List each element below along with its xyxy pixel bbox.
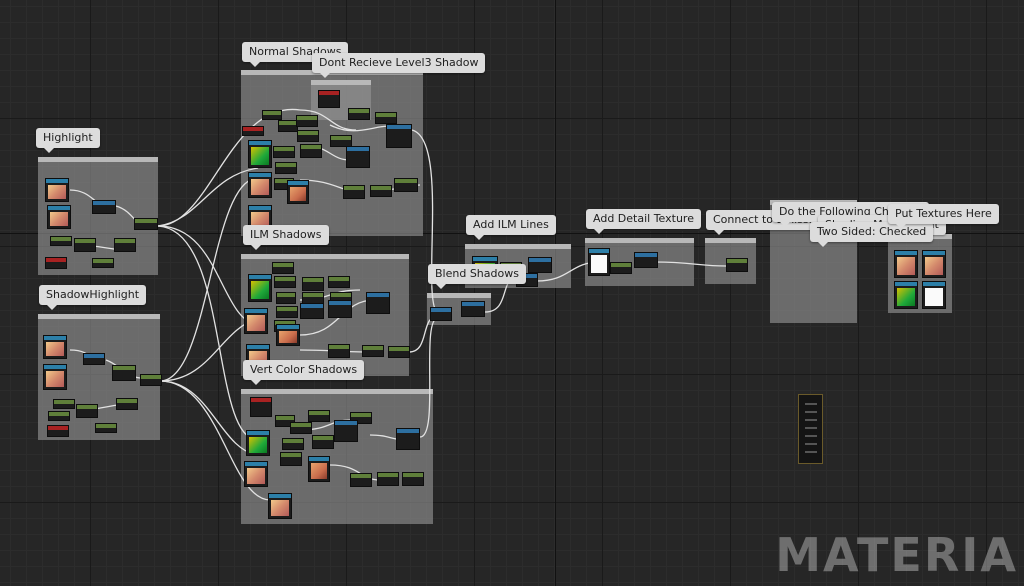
highlight-scalar-node-1[interactable]: [134, 218, 158, 230]
normal-shadows-scalar-node-1[interactable]: [262, 110, 282, 120]
put-textures-texture-node-3[interactable]: [894, 281, 918, 309]
connect-emissive-node[interactable]: [726, 258, 748, 272]
ilm-shadows-math-node-3[interactable]: [328, 300, 352, 318]
vert-color-scalar-node-4[interactable]: [290, 422, 312, 434]
comment-bubble-add-ilm-lines[interactable]: Add ILM Lines: [466, 215, 556, 240]
vert-color-scalar-node-5[interactable]: [282, 438, 304, 450]
watermark-text: MATERIA: [775, 528, 1018, 582]
normal-shadows-scalar-node-12[interactable]: [343, 185, 365, 199]
vert-color-scalar-node-9[interactable]: [377, 472, 399, 486]
normal-shadows-scalar-node-7[interactable]: [330, 135, 352, 147]
shadowhighlight-vector-node[interactable]: [47, 425, 69, 437]
vert-color-scalar-node-6[interactable]: [312, 435, 334, 449]
comment-bubble-blend-shadows[interactable]: Blend Shadows: [428, 264, 526, 289]
dont-recieve-vector-node[interactable]: [318, 90, 340, 108]
normal-shadows-texture-node-green[interactable]: [248, 140, 272, 168]
shadowhighlight-math-node[interactable]: [83, 353, 105, 365]
vert-color-texture-node-ramp-1[interactable]: [244, 461, 268, 487]
comment-bubble-vert-color-shadows[interactable]: Vert Color Shadows: [243, 360, 365, 385]
highlight-scalar-node-3[interactable]: [74, 238, 96, 252]
normal-shadows-scalar-node-9[interactable]: [300, 144, 322, 158]
comment-bubble-highlight[interactable]: Highlight: [36, 128, 100, 153]
shadowhighlight-scalar-node-6[interactable]: [48, 411, 70, 421]
highlight-scalar-node-4[interactable]: [114, 238, 136, 252]
shadowhighlight-scalar-node-2[interactable]: [140, 374, 162, 386]
ilm-shadows-texture-node-ramp-1[interactable]: [244, 308, 268, 334]
add-ilm-lines-math-node-1[interactable]: [528, 257, 552, 273]
vert-color-scalar-node-7[interactable]: [280, 452, 302, 466]
vert-color-math-node-2[interactable]: [396, 428, 420, 450]
normal-shadows-texture-node-ramp-1[interactable]: [248, 172, 272, 198]
comment-bubble-dont-recieve[interactable]: Dont Recieve Level3 Shadow: [312, 53, 486, 78]
ilm-shadows-scalar-node-11[interactable]: [362, 345, 384, 357]
shadowhighlight-scalar-node-5[interactable]: [116, 398, 138, 410]
vert-color-math-node-1[interactable]: [334, 420, 358, 442]
normal-shadows-scalar-node-6[interactable]: [297, 130, 319, 142]
normal-shadows-math-node-1[interactable]: [386, 124, 412, 148]
vert-color-texture-node-ramp-2[interactable]: [268, 493, 292, 519]
blend-shadows-math-node-2[interactable]: [461, 301, 485, 317]
vert-color-scalar-node-2[interactable]: [308, 410, 330, 422]
vert-color-scalar-node-8[interactable]: [350, 473, 372, 487]
normal-shadows-scalar-node-5[interactable]: [375, 112, 397, 124]
normal-shadows-scalar-node-8[interactable]: [273, 146, 295, 158]
vert-color-scalar-node-10[interactable]: [402, 472, 424, 486]
vert-color-texture-node-green[interactable]: [246, 430, 270, 456]
blend-shadows-math-node-1[interactable]: [430, 307, 452, 321]
graph-origin-vertical-axis: [555, 0, 556, 586]
ilm-shadows-math-node-1[interactable]: [366, 292, 390, 314]
ilm-shadows-scalar-node-3[interactable]: [302, 277, 324, 291]
normal-shadows-scalar-node-10[interactable]: [275, 162, 297, 174]
ilm-shadows-scalar-node-10[interactable]: [328, 344, 350, 358]
ilm-shadows-math-node-2[interactable]: [300, 303, 324, 319]
normal-shadows-texture-node-orange[interactable]: [287, 180, 309, 204]
shadowhighlight-texture-node-1[interactable]: [43, 335, 67, 359]
ilm-shadows-scalar-node-4[interactable]: [328, 276, 350, 288]
shadowhighlight-scalar-node-4[interactable]: [76, 404, 98, 418]
normal-shadows-scalar-node-14[interactable]: [394, 178, 418, 192]
ilm-shadows-texture-node-green[interactable]: [248, 274, 272, 302]
ilm-shadows-scalar-node-2[interactable]: [274, 276, 296, 288]
highlight-texture-node-2[interactable]: [47, 205, 71, 229]
add-detail-scalar-node[interactable]: [610, 262, 632, 274]
normal-shadows-math-node-2[interactable]: [346, 146, 370, 168]
highlight-scalar-node-5[interactable]: [92, 258, 114, 268]
material-output-node[interactable]: [798, 394, 823, 464]
normal-shadows-scalar-node-13[interactable]: [370, 185, 392, 197]
add-detail-math-node[interactable]: [634, 252, 658, 268]
put-textures-texture-node-4[interactable]: [922, 281, 946, 309]
shadowhighlight-scalar-node-1[interactable]: [112, 365, 136, 381]
comment-bubble-shadow-highlight[interactable]: ShadowHighlight: [39, 285, 147, 310]
ilm-shadows-scalar-node-8[interactable]: [276, 306, 298, 318]
shadowhighlight-scalar-node-7[interactable]: [95, 423, 117, 433]
ilm-shadows-scalar-node-1[interactable]: [272, 262, 294, 274]
put-textures-texture-node-1[interactable]: [894, 250, 918, 278]
comment-bubble-add-detail-texture[interactable]: Add Detail Texture: [586, 209, 701, 234]
comment-bubble-ilm-shadows[interactable]: ILM Shadows: [243, 225, 329, 250]
shadowhighlight-scalar-node-3[interactable]: [53, 399, 75, 409]
highlight-scalar-node-2[interactable]: [50, 236, 72, 246]
put-textures-texture-node-2[interactable]: [922, 250, 946, 278]
highlight-math-node[interactable]: [92, 200, 116, 214]
normal-shadows-scalar-node-4[interactable]: [348, 108, 370, 120]
normal-shadows-scalar-node-3[interactable]: [296, 115, 318, 127]
ilm-shadows-scalar-node-12[interactable]: [388, 346, 410, 358]
vert-color-texture-node-orange[interactable]: [308, 456, 330, 482]
add-detail-texture-node[interactable]: [588, 248, 610, 276]
comment-bubble-two-sided[interactable]: Two Sided: Checked: [810, 222, 934, 247]
comment-bubble-put-textures[interactable]: Put Textures Here: [888, 204, 999, 229]
normal-shadows-scalar-node-2[interactable]: [278, 120, 298, 132]
shadowhighlight-texture-node-2[interactable]: [43, 364, 67, 390]
vert-color-vector-node[interactable]: [250, 397, 272, 417]
normal-shadows-vector-node[interactable]: [242, 126, 264, 136]
ilm-shadows-texture-node-orange[interactable]: [276, 324, 300, 346]
highlight-texture-node-1[interactable]: [45, 178, 69, 202]
highlight-vector-node[interactable]: [45, 257, 67, 269]
ilm-shadows-scalar-node-5[interactable]: [276, 292, 296, 304]
